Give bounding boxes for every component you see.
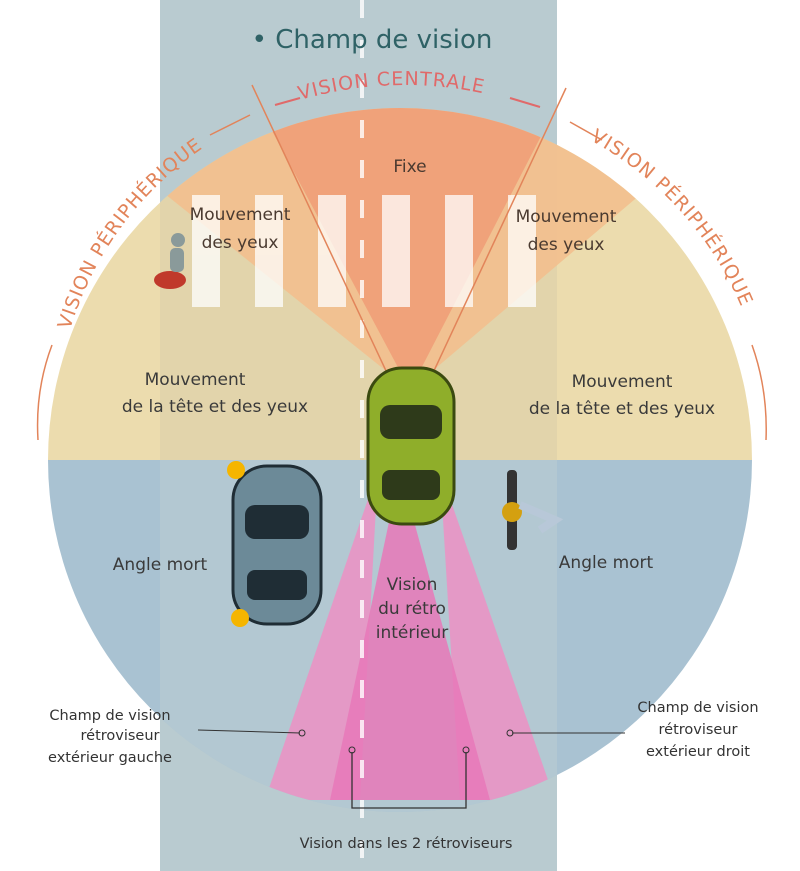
mirror-right-label-2: rétroviseur	[659, 722, 738, 738]
eyes-right-label-1: Mouvement	[516, 207, 617, 227]
mirror-right-label-1: Champ de vision	[637, 700, 758, 716]
blinker-icon	[231, 609, 249, 627]
head-left-label-1: Mouvement	[145, 370, 246, 390]
head-right-label-1: Mouvement	[572, 372, 673, 392]
arrow-right-down	[751, 344, 767, 441]
right-mirror-cone	[440, 470, 555, 800]
eyes-right-label-2: des yeux	[528, 235, 605, 255]
rear-mirror-label-1: Vision	[387, 575, 438, 595]
blind-spot-right-label: Angle mort	[559, 553, 654, 573]
fixe-label: Fixe	[393, 157, 426, 177]
blind-spot-left-label: Angle mort	[113, 555, 208, 575]
pedestrian-crossing	[192, 195, 536, 307]
eyes-left-label-1: Mouvement	[190, 205, 291, 225]
mirror-left-label-2: rétroviseur	[81, 728, 160, 744]
rear-mirror-cone	[330, 470, 490, 800]
mirror-right-label-3: extérieur droit	[646, 744, 750, 760]
head-left-label-2: de la tête et des yeux	[122, 397, 308, 417]
head-right-label-2: de la tête et des yeux	[529, 399, 715, 419]
other-car	[227, 461, 323, 627]
driver-car	[366, 366, 456, 526]
cyclist-icon	[502, 470, 564, 550]
mirror-left-label-1: Champ de vision	[49, 708, 170, 724]
pedestrian-icon	[154, 233, 186, 289]
title: • Champ de vision	[252, 25, 493, 55]
arrow-left-down	[36, 344, 53, 441]
mirror-left-label-3: extérieur gauche	[48, 750, 172, 766]
rear-mirror-label-2: du rétro	[378, 599, 446, 619]
eyes-left-label-2: des yeux	[202, 233, 279, 253]
both-mirrors-label: Vision dans les 2 rétroviseurs	[300, 836, 513, 852]
both-mirrors-bracket	[351, 752, 467, 809]
blinker-icon	[227, 461, 245, 479]
rear-mirror-label-3: intérieur	[376, 623, 449, 643]
